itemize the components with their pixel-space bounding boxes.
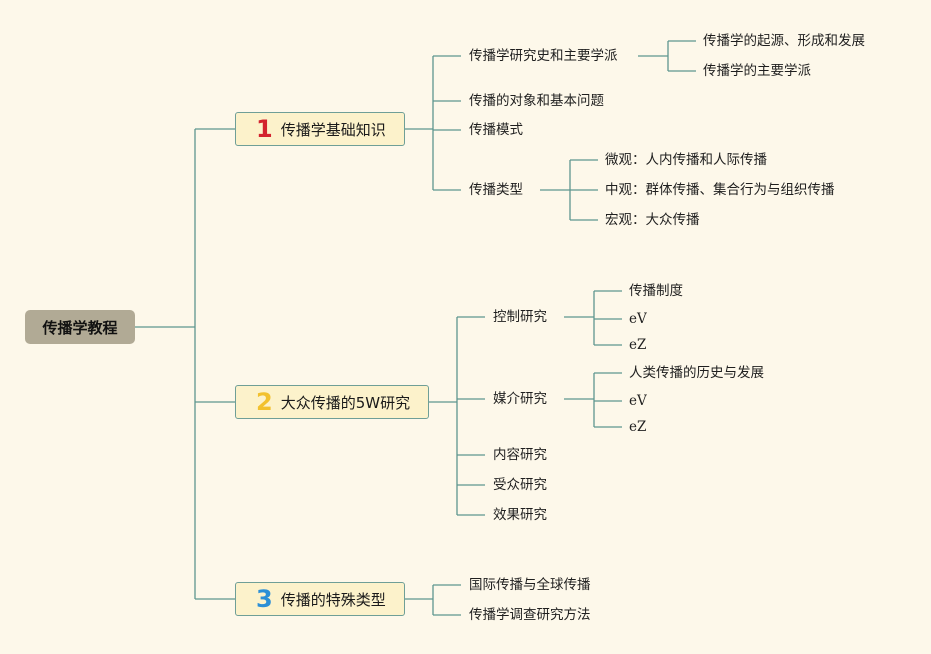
subtopic-node[interactable]: 宏观：大众传播	[605, 212, 700, 228]
subtopic-node[interactable]: eV	[629, 393, 647, 409]
branch-node-3[interactable]: 3 传播的特殊类型	[235, 582, 405, 616]
branch-label: 传播学基础知识	[280, 120, 386, 139]
topic-node[interactable]: 传播的对象和基本问题	[469, 93, 604, 109]
topic-node[interactable]: 效果研究	[493, 507, 547, 523]
root-node[interactable]: 传播学教程	[25, 310, 135, 344]
subtopic-node[interactable]: 人类传播的历史与发展	[629, 365, 764, 381]
number-2-icon: 2	[256, 388, 273, 416]
branch-label: 传播的特殊类型	[280, 590, 386, 609]
root-label: 传播学教程	[42, 318, 118, 337]
topic-node[interactable]: 媒介研究	[493, 391, 547, 407]
branch-node-2[interactable]: 2 大众传播的5W研究	[235, 385, 429, 419]
topic-node[interactable]: 国际传播与全球传播	[469, 577, 591, 593]
number-1-icon: 1	[256, 115, 273, 143]
subtopic-node[interactable]: 传播学的主要学派	[703, 63, 811, 79]
topic-node[interactable]: 传播模式	[469, 122, 523, 138]
topic-node[interactable]: 传播类型	[469, 182, 523, 198]
topic-node[interactable]: 传播学研究史和主要学派	[469, 48, 618, 64]
subtopic-node[interactable]: 传播学的起源、形成和发展	[703, 33, 865, 49]
topic-node[interactable]: 内容研究	[493, 447, 547, 463]
number-3-icon: 3	[256, 585, 273, 613]
subtopic-node[interactable]: eV	[629, 311, 647, 327]
subtopic-node[interactable]: eZ	[629, 337, 647, 353]
topic-node[interactable]: 控制研究	[493, 309, 547, 325]
subtopic-node[interactable]: 微观：人内传播和人际传播	[605, 152, 767, 168]
subtopic-node[interactable]: eZ	[629, 419, 647, 435]
topic-node[interactable]: 受众研究	[493, 477, 547, 493]
topic-node[interactable]: 传播学调查研究方法	[469, 607, 591, 623]
branch-label: 大众传播的5W研究	[280, 393, 411, 412]
branch-node-1[interactable]: 1 传播学基础知识	[235, 112, 405, 146]
subtopic-node[interactable]: 传播制度	[629, 283, 683, 299]
subtopic-node[interactable]: 中观：群体传播、集合行为与组织传播	[605, 182, 835, 198]
